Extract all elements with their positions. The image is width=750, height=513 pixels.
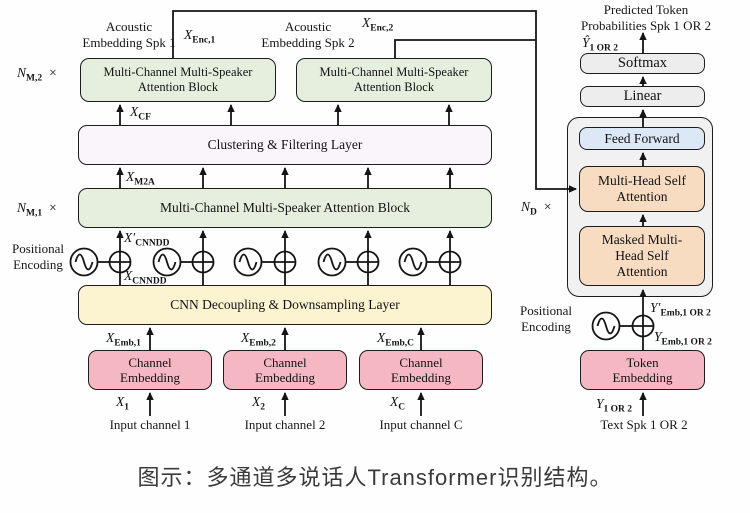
input-channel-1-label: Input channel 1 — [109, 417, 191, 432]
masked-multi-head-self-attention-box: Masked Multi-Head Self Attention — [579, 226, 705, 286]
x-cnndd-prime-label: X′CNNDD — [124, 230, 170, 249]
mcms-attention-block-spk2: Multi-Channel Multi-Speaker Attention Bl… — [296, 58, 492, 102]
x-emb-2-label: XEmb,2 — [241, 330, 276, 349]
x-cnndd-label: XCNNDD — [124, 268, 167, 287]
y-1or2-label: Y1 OR 2 — [596, 396, 633, 415]
n-m1-multiplier-label: NM,1× — [17, 200, 57, 219]
x-2-label: X2 — [252, 394, 265, 413]
softmax-box: Softmax — [580, 53, 705, 74]
n-d-multiplier-label: ND× — [521, 199, 552, 218]
token-embedding-box: Token Embedding — [580, 350, 705, 390]
sine-oscillator-icon — [591, 311, 621, 341]
x-1-label: X1 — [116, 394, 129, 413]
input-channel-c-label: Input channel C — [379, 417, 463, 432]
x-emb-c-label: XEmb,C — [377, 330, 415, 349]
channel-embedding-2: Channel Embedding — [223, 350, 347, 390]
positional-encoding-icons-right — [591, 311, 655, 341]
channel-embedding-c: Channel Embedding — [359, 350, 483, 390]
encoder-output-wire-spk2 — [394, 39, 535, 58]
input-arrows — [146, 392, 425, 416]
channel-embedding-1: Channel Embedding — [88, 350, 212, 390]
mcms-attention-block-main: Multi-Channel Multi-Speaker Attention Bl… — [78, 188, 492, 228]
x-enc-2-label: XEnc,2 — [362, 15, 394, 34]
text-spk-label: Text Spk 1 OR 2 — [600, 417, 688, 432]
y-hat-label: Ŷ1 OR 2 — [582, 35, 619, 54]
mcms-to-cf-arrows — [116, 167, 454, 188]
cnn-decoupling-downsampling-layer: CNN Decoupling & Downsampling Layer — [78, 285, 492, 325]
x-cf-label: XCF — [130, 104, 151, 123]
feed-forward-box: Feed Forward — [579, 127, 705, 150]
linear-box: Linear — [580, 86, 705, 107]
input-channel-2-label: Input channel 2 — [244, 417, 326, 432]
x-c-label: XC — [390, 394, 406, 413]
clustering-filtering-layer: Clustering & Filtering Layer — [78, 125, 492, 165]
mcms-attention-block-spk1: Multi-Channel Multi-Speaker Attention Bl… — [80, 58, 276, 102]
y-emb-label: YEmb,1 OR 2 — [654, 329, 712, 348]
x-m2a-label: XM2A — [126, 169, 155, 188]
y-emb-prime-label: Y′Emb,1 OR 2 — [650, 300, 711, 319]
figure-caption: 图示：多通道多说话人Transformer识别结构。 — [137, 465, 613, 490]
x-emb-1-label: XEmb,1 — [106, 330, 141, 349]
cf-to-blocks-arrows — [116, 104, 453, 125]
n-m2-multiplier-label: NM,2× — [17, 65, 57, 84]
multi-head-self-attention-box: Multi-Head Self Attention — [579, 166, 705, 212]
x-enc-1-label: XEnc,1 — [184, 27, 216, 46]
